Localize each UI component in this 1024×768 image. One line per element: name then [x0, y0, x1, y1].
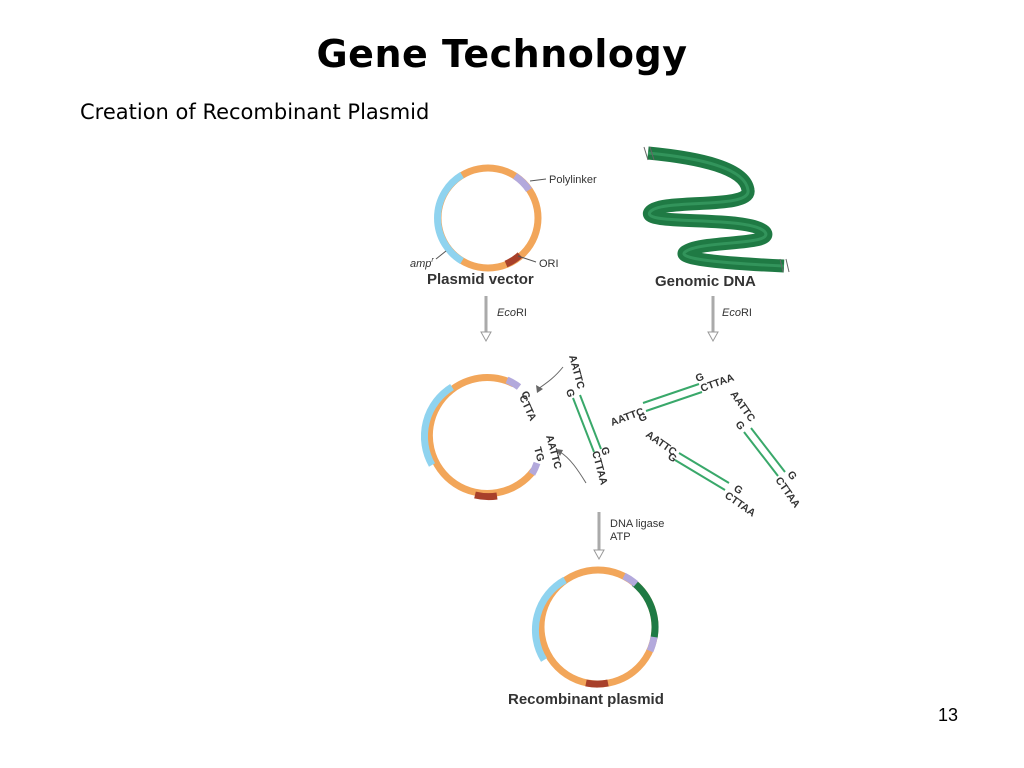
cut-plasmid: G CTTA AATTC TG	[420, 374, 564, 501]
ecori-arrow-right: EcoRI	[707, 296, 752, 343]
ecori-label-right: EcoRI	[722, 307, 752, 319]
svg-text:G: G	[598, 446, 612, 457]
svg-text:CTTAA: CTTAA	[589, 450, 610, 487]
plasmid-vector-label: Plasmid vector	[427, 271, 534, 288]
cut-plasmid-polylinker-top	[505, 376, 522, 390]
ecori-label-left: EcoRI	[497, 307, 527, 319]
genomic-fragment-top: AATTC G G CTTAA	[609, 371, 736, 429]
genomic-dna-label: Genomic DNA	[655, 273, 756, 290]
recombinant-plasmid: Recombinant plasmid	[508, 566, 664, 708]
curved-arrow-bottom	[559, 451, 587, 484]
svg-text:G: G	[563, 388, 577, 399]
svg-text:CTTA: CTTA	[516, 393, 539, 423]
recombinant-polylinker-top	[622, 572, 639, 587]
ligase-label: DNA ligase	[610, 518, 664, 530]
cut-plasmid-backbone	[425, 374, 537, 497]
atp-label: ATP	[610, 531, 631, 543]
amp-pointer	[435, 250, 447, 260]
recombinant-amp-segment	[531, 576, 567, 662]
svg-text:G: G	[733, 419, 748, 433]
genomic-dna-coil	[643, 146, 785, 273]
cut-plasmid-ori-segment	[474, 491, 498, 501]
slide-subtitle: Creation of Recombinant Plasmid	[80, 100, 430, 124]
polylinker-segment	[512, 173, 532, 193]
recombinant-polylinker-bottom	[646, 636, 658, 653]
ori-segment	[504, 252, 523, 268]
svg-text:G: G	[637, 411, 649, 425]
genomic-fragment-middle: AATTC G G CTTAA	[643, 429, 758, 520]
cut-plasmid-amp-segment	[420, 384, 454, 467]
svg-text:CTTAA: CTTAA	[722, 490, 758, 520]
curved-arrow-top	[537, 366, 564, 390]
recombinant-plasmid-label: Recombinant plasmid	[508, 691, 664, 708]
amp-resistance-segment	[434, 171, 464, 265]
cut-plasmid-polylinker-bottom	[528, 461, 541, 476]
ori-label: ORI	[539, 258, 559, 270]
svg-text:G: G	[694, 371, 706, 385]
svg-text:CTTAA: CTTAA	[773, 475, 803, 511]
recombinant-insert-segment	[631, 580, 659, 639]
polylinker-label: Polylinker	[549, 174, 597, 186]
ori-pointer	[517, 255, 537, 263]
amp-label: ampr	[410, 257, 434, 270]
ecori-arrow-left: EcoRI	[480, 296, 527, 343]
svg-text:TG: TG	[531, 446, 546, 463]
svg-text:AATTC: AATTC	[566, 354, 587, 391]
recombinant-ori-segment	[585, 679, 609, 688]
polylinker-pointer	[529, 178, 547, 182]
slide-number: 13	[938, 705, 959, 725]
ligase-arrow: DNA ligase ATP	[593, 512, 664, 561]
genomic-dna: Genomic DNA	[643, 146, 790, 290]
slide-title: Gene Technology	[316, 32, 688, 76]
svg-text:CTTAA: CTTAA	[699, 371, 736, 394]
plasmid-vector: Polylinker ORI ampr Plasmid vector	[410, 164, 597, 288]
insert-fragment-vertical: AATTC G G CTTAA	[536, 354, 612, 487]
